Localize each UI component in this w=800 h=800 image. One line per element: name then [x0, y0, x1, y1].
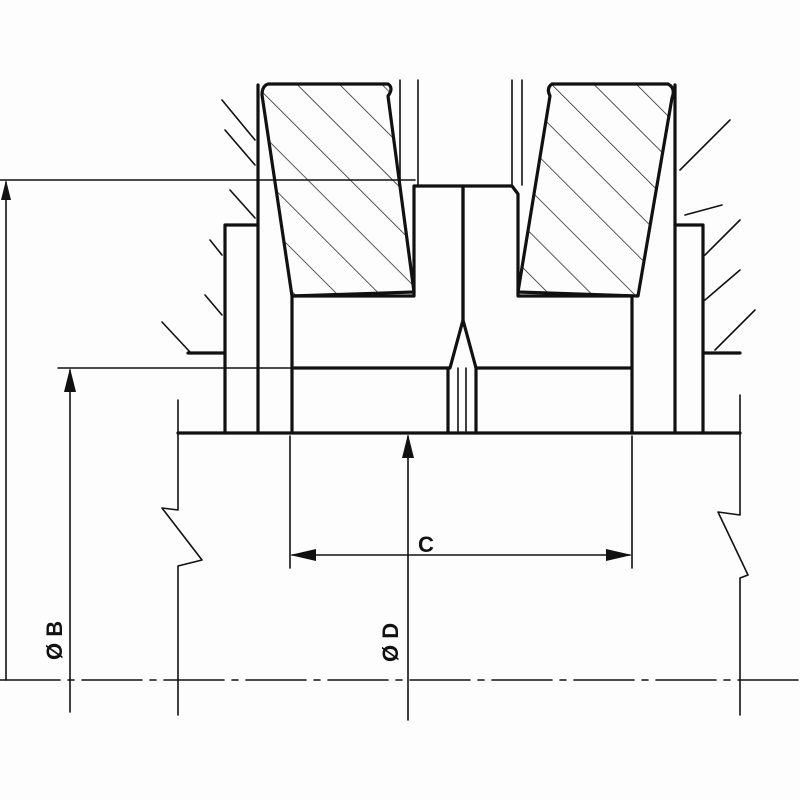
right-grinding-wheel — [516, 82, 675, 298]
break-lines — [161, 394, 749, 716]
left-housing — [186, 79, 419, 435]
left-wall-hatching — [161, 99, 256, 353]
right-housing — [511, 79, 742, 435]
lower-bore — [176, 366, 742, 435]
center-hub — [290, 184, 634, 370]
dimension-label-b: Ø B — [42, 621, 67, 660]
dimension-label-d: Ø D — [378, 623, 403, 662]
right-wall-hatching — [679, 119, 756, 351]
dimension-label-c: C — [418, 532, 434, 557]
dimension-b — [57, 367, 293, 713]
dimension-d — [402, 434, 414, 721]
left-grinding-wheel — [260, 82, 416, 298]
dimension-overall — [0, 179, 416, 681]
dimension-c — [289, 435, 633, 569]
